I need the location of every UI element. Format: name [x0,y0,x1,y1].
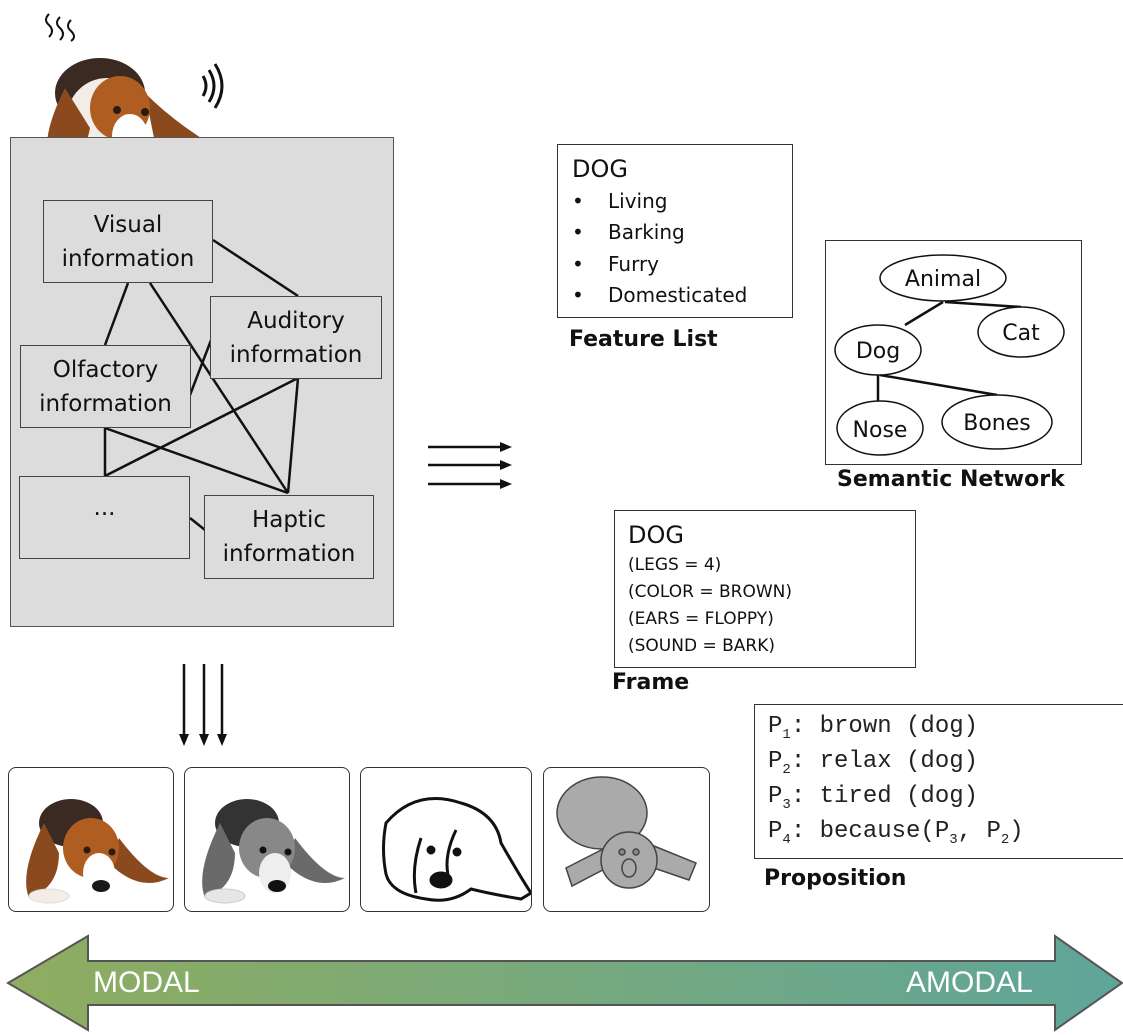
sound-icon [201,63,224,109]
line-drawing-dog-image [382,797,531,902]
frame-slot: (EARS = FLOPPY) [628,609,774,629]
proposition-box: P1: brown (dog) P2: relax (dog) P3: tire… [754,704,1123,859]
dog-node [834,324,922,376]
feature-list-box: DOG •Living •Barking •Furry •Domesticate… [557,144,793,318]
modal-amodal-spectrum-arrow [6,934,1123,1032]
dog-label: Dog [856,339,900,364]
feature-list-heading: DOG [572,155,628,183]
bones-node [941,394,1053,450]
modal-connections [103,238,300,531]
thumbnail-grayscale-photo [184,767,350,912]
frame-slot: (COLOR = BROWN) [628,582,793,602]
feature-item-label: Living [608,189,668,213]
modal-label: MODAL [93,966,200,999]
nose-label: Nose [853,418,908,443]
grayscale-dog-image [202,799,345,904]
proposition-line: P1: brown (dog) [768,713,979,743]
frame-slot: (LEGS = 4) [628,555,722,575]
visual-information-label: Visual information [61,211,195,272]
smell-icon [45,13,75,42]
haptic-information-box: Haptic information [204,495,374,579]
proposition-line: P2: relax (dog) [768,748,979,778]
color-dog-image [26,799,169,904]
amodal-label: AMODAL [906,966,1033,999]
proposition-line: P4: because(P3, P2) [768,818,1024,848]
thumbnail-line-drawing [360,767,532,912]
frame-box: DOG (LEGS = 4) (COLOR = BROWN) (EARS = F… [614,510,916,668]
feature-item-label: Barking [608,220,685,244]
feature-item-label: Domesticated [608,283,748,307]
other-information-label: ... [93,495,116,521]
frame-caption: Frame [612,670,690,695]
down-arrows [179,664,227,746]
feature-item: •Furry [572,252,660,276]
thumbnail-color-photo [8,767,174,912]
thumbnail-shape-abstraction [543,767,710,912]
feature-item-label: Furry [608,252,660,276]
semantic-network-caption: Semantic Network [837,467,1065,492]
auditory-information-box: Auditory information [210,296,382,379]
olfactory-information-box: Olfactory information [20,345,191,428]
animal-node [879,254,1007,302]
feature-item: •Living [572,189,668,213]
haptic-information-label: Haptic information [222,507,356,567]
proposition-line: P3: tired (dog) [768,783,979,813]
other-information-box: ... [19,476,190,559]
frame-heading: DOG [628,521,684,549]
olfactory-information-label: Olfactory information [39,356,172,417]
auditory-information-label: Auditory information [229,307,363,368]
semantic-network-graph: Animal Cat Dog Nose Bones [834,254,1065,456]
frame-slot: (SOUND = BARK) [628,636,775,656]
right-arrows [428,442,512,489]
animal-label: Animal [905,267,981,292]
visual-information-box: Visual information [43,200,213,283]
feature-item: •Domesticated [572,283,748,307]
cat-label: Cat [1002,321,1040,346]
feature-list-caption: Feature List [569,327,718,352]
bones-label: Bones [963,411,1031,436]
cat-node [977,306,1065,358]
shape-abstraction-dog-image [556,776,697,889]
nose-node [836,400,924,456]
feature-item: •Barking [572,220,685,244]
proposition-caption: Proposition [764,866,907,891]
